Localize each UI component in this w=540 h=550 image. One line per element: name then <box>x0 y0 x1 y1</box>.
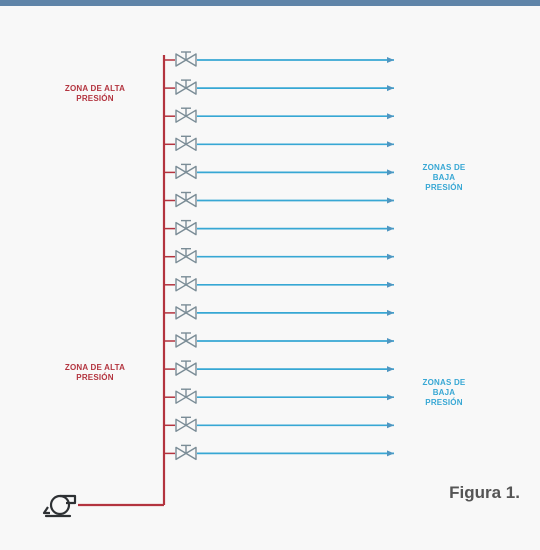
valve-icon <box>175 219 197 236</box>
valve-icon <box>175 248 197 264</box>
branch-line <box>164 79 394 95</box>
valve-icon <box>175 107 197 123</box>
low-pressure-zones-label-bottom: ZONAS DE BAJA PRESIÓN <box>422 378 466 407</box>
pump-icon <box>42 494 77 518</box>
branch-line <box>164 388 394 404</box>
pump-impeller <box>49 494 71 516</box>
branch-line <box>164 416 394 432</box>
branch-line <box>164 107 394 123</box>
branch-line <box>164 360 394 376</box>
top-accent-bar <box>0 0 540 6</box>
branch-lines <box>164 51 394 461</box>
branch-line <box>164 163 394 180</box>
figure-caption: Figura 1. <box>449 483 520 502</box>
valve-icon <box>175 360 197 376</box>
branch-line <box>164 332 394 348</box>
branch-line <box>164 219 394 236</box>
branch-line <box>164 135 394 152</box>
valve-icon <box>175 163 197 180</box>
valve-icon <box>175 191 197 208</box>
valve-icon <box>175 416 197 432</box>
high-pressure-piping <box>78 55 166 507</box>
branch-line <box>164 304 394 320</box>
pump-outlet <box>60 494 77 505</box>
branch-line <box>164 444 394 461</box>
branch-line <box>164 51 394 67</box>
valve-icon <box>175 444 197 461</box>
high-pressure-zone-label-bottom: ZONA DE ALTA PRESIÓN <box>64 363 126 382</box>
valve-icon <box>175 388 197 404</box>
valve-icon <box>175 276 197 292</box>
valve-icon <box>175 51 197 67</box>
pump-casing <box>42 506 50 515</box>
valve-icon <box>175 79 197 95</box>
valve-icon <box>175 304 197 320</box>
branch-line <box>164 248 394 264</box>
valve-icon <box>175 135 197 152</box>
low-pressure-zones-label-top: ZONAS DE BAJA PRESIÓN <box>422 163 466 192</box>
branch-line <box>164 191 394 208</box>
high-pressure-zone-label-top: ZONA DE ALTA PRESIÓN <box>64 84 126 103</box>
valve-icon <box>175 332 197 348</box>
branch-line <box>164 276 394 292</box>
